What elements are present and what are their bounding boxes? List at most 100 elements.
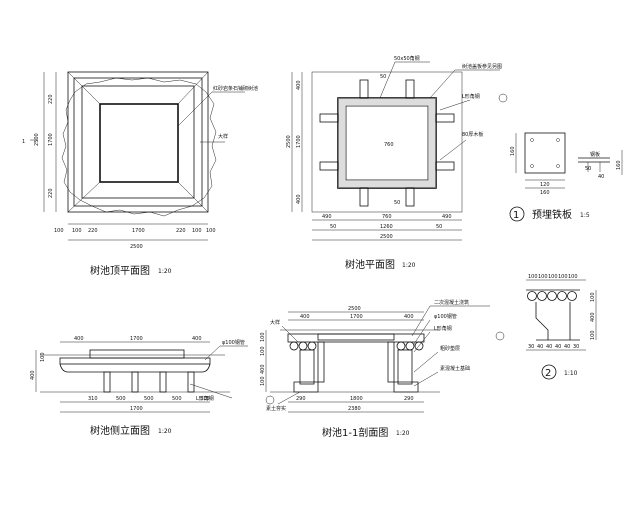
svg-text:500: 500 [116,396,126,402]
side-title: 树池侧立面图 [90,424,150,437]
detail-2: 100 100 100 100 100 30 40 40 40 40 30 10… [526,274,597,380]
side-note-2: L形角钢 [196,395,214,402]
top-plan-dim-b5: 100 [192,228,202,234]
detail2-scale: 1:10 [564,370,578,377]
plate-scale: 1:5 [580,212,590,219]
top-plan-dim-b2: 220 [88,228,98,234]
plan-title: 树池平面图 [345,258,395,271]
top-plan-view: 红砂岩条石铺砌树池 大样 1 100 100 220 1700 220 100 … [22,71,258,277]
svg-text:50: 50 [330,224,336,230]
svg-text:100: 100 [558,274,568,280]
svg-text:310: 310 [88,396,98,402]
svg-text:1700: 1700 [296,135,302,148]
svg-text:40: 40 [537,344,543,350]
side-elevation-view: φ100钢管 L形角钢 400 1700 400 310 500 500 500… [30,336,248,437]
svg-text:50: 50 [380,74,386,80]
plate-square [524,132,566,174]
plate-title: 预埋铁板 [532,208,572,221]
svg-text:100: 100 [260,332,266,342]
top-plan-dim-total: 2500 [130,244,143,250]
top-plan-dim-b6: 100 [206,228,216,234]
plan-note-2: 树池盖板参见另图 [462,63,502,70]
top-plan-note-1: 红砂岩条石铺砌树池 [213,85,258,92]
svg-text:50: 50 [436,224,442,230]
svg-text:490: 490 [442,214,452,220]
svg-text:290: 290 [404,396,414,402]
svg-text:400: 400 [296,80,302,90]
svg-text:40: 40 [564,344,570,350]
detail2-stones [527,291,577,301]
top-plan-scale: 1:20 [158,268,172,275]
side-note-1: φ100钢管 [222,339,245,346]
svg-text:400: 400 [30,370,36,380]
section-cap [287,333,425,343]
svg-text:160: 160 [540,190,550,196]
svg-text:100: 100 [548,274,558,280]
section-note-r5: 素混凝土基础 [440,365,470,372]
section-note-r4: 粗砂垫层 [440,345,460,352]
plate-number: 1 [513,210,519,221]
svg-text:400: 400 [404,314,414,320]
soil-outline [61,77,217,217]
plate-number-circle [509,206,525,222]
section-note-l2: 素土夯实 [266,405,286,412]
svg-text:2500: 2500 [286,135,292,148]
top-plan-dim-b0: 100 [54,228,64,234]
svg-text:760: 760 [382,214,392,220]
svg-text:1700: 1700 [130,336,143,342]
frame-3 [81,85,195,199]
plan-inner-dim: 760 [384,142,394,148]
top-plan-dim-b3: 1700 [132,228,145,234]
svg-text:40: 40 [555,344,561,350]
plan-note-3: L形角钢 [462,93,480,100]
svg-text:100: 100 [260,346,266,356]
svg-text:490: 490 [322,214,332,220]
svg-text:500: 500 [144,396,154,402]
svg-text:100: 100 [590,330,596,340]
svg-text:1260: 1260 [380,224,393,230]
detail2-number-circle [541,364,557,380]
top-plan-dim-left-total: 2500 [34,133,40,146]
side-scale: 1:20 [158,428,172,435]
svg-text:100: 100 [538,274,548,280]
svg-text:400: 400 [192,336,202,342]
svg-text:400: 400 [590,312,596,322]
svg-text:120: 120 [540,182,550,188]
side-cap [59,357,211,365]
svg-text:1800: 1800 [350,396,363,402]
plan-note-4: 80厚木板 [462,131,483,138]
plan-scale: 1:20 [402,262,416,269]
section-note-l1: 大样 [270,319,280,326]
section-dim-top-total: 2500 [348,306,361,312]
svg-text:160: 160 [510,146,516,156]
svg-text:40: 40 [546,344,552,350]
plan-outer [311,71,463,213]
detail2-number: 2 [545,368,551,379]
svg-text:100: 100 [260,376,266,386]
side-dim-total: 1700 [130,406,143,412]
svg-text:290: 290 [296,396,306,402]
svg-text:100: 100 [590,292,596,302]
plan-dim-total: 2500 [380,234,393,240]
plan-callout-circle [498,93,508,103]
top-plan-dim-b1: 100 [72,228,82,234]
section-stones [289,341,424,351]
svg-text:160: 160 [616,160,622,170]
plan-view: 50x50角钢 树池盖板参见另图 L形角钢 80厚木板 760 50 50 49… [286,55,508,271]
svg-text:310: 310 [200,396,210,402]
svg-text:钢板: 钢板 [590,151,600,158]
svg-text:50: 50 [394,200,400,206]
svg-text:400: 400 [300,314,310,320]
section-note-r1: 二次混凝土浇筑 [434,299,469,306]
svg-text:400: 400 [296,194,302,204]
section-title: 树池1-1剖面图 [322,426,388,439]
section-scale: 1:20 [396,430,410,437]
top-plan-title: 树池顶平面图 [90,264,150,277]
svg-text:30: 30 [528,344,534,350]
section-note-r3: L形角钢 [434,325,452,332]
top-plan-dim-left-mid: 1700 [48,133,54,146]
plan-note-1: 50x50角钢 [394,55,420,62]
svg-text:30: 30 [573,344,579,350]
